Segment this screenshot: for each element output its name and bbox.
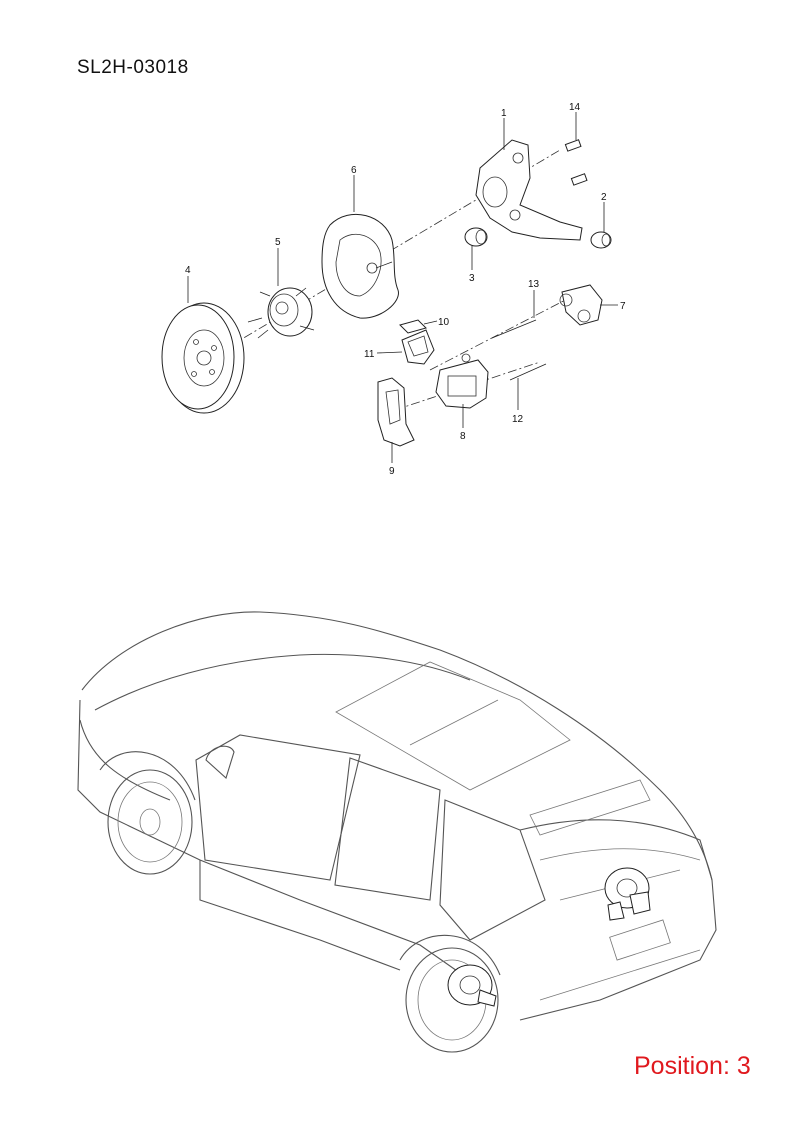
brake-caliper <box>435 353 489 409</box>
callout-6: 6 <box>351 165 357 176</box>
bushing-3 <box>464 227 488 247</box>
callout-7: 7 <box>620 301 626 312</box>
callout-9: 9 <box>389 466 395 477</box>
callout-11: 11 <box>364 349 375 360</box>
brake-pads <box>401 329 435 365</box>
callout-14: 14 <box>569 102 581 113</box>
knuckle-bolts <box>564 139 588 186</box>
callout-12: 12 <box>512 414 524 425</box>
caliper-housing <box>559 284 603 326</box>
callout-2: 2 <box>601 192 607 203</box>
caliper-bracket <box>377 377 415 447</box>
position-label: Position: 3 <box>634 1052 751 1080</box>
diagram-code: SL2H-03018 <box>77 57 189 78</box>
callout-10: 10 <box>438 317 450 328</box>
brake-disc <box>161 302 245 414</box>
vehicle-illustration <box>77 611 717 1053</box>
dust-shield <box>321 213 399 319</box>
steering-knuckle <box>475 139 583 241</box>
caliper-axis-line <box>429 294 576 371</box>
callout-13: 13 <box>528 279 540 290</box>
callout-5: 5 <box>275 237 281 248</box>
callout-3: 3 <box>469 273 475 284</box>
guide-bolts <box>491 319 547 381</box>
wheel-hub <box>247 287 315 339</box>
pad-clip <box>399 319 427 334</box>
callout-4: 4 <box>185 265 191 276</box>
bushing-2 <box>590 231 612 249</box>
callout-1: 1 <box>501 108 507 119</box>
callout-8: 8 <box>460 431 466 442</box>
